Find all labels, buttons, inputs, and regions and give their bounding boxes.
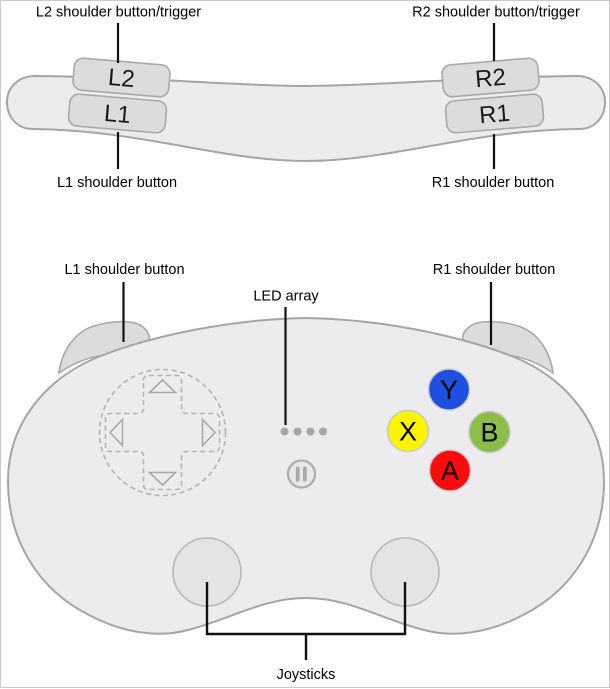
- dpad-up-icon: [147, 378, 178, 394]
- led-dot-4: [319, 427, 327, 436]
- pause-icon: [295, 466, 307, 482]
- front-view: Y X B A L1 shoulder button LED array R1 …: [6, 262, 606, 683]
- r1-callout-label: R1 shoulder button: [432, 175, 555, 191]
- pause-button: [286, 459, 317, 489]
- b-button-label: B: [480, 418, 498, 448]
- l2-button-shape: [72, 57, 171, 98]
- led-array: [280, 427, 327, 436]
- r1-button-label: R1: [478, 100, 511, 129]
- dpad-down-icon: [147, 471, 178, 487]
- r1-button-shape: [444, 93, 545, 134]
- dpad-cross: [104, 374, 221, 491]
- dpad-right-icon: [201, 417, 217, 448]
- r1-button: R1: [444, 93, 545, 134]
- r2-callout-label: R2 shoulder button/trigger: [412, 5, 580, 21]
- y-button: [427, 368, 471, 411]
- dpad: [98, 368, 227, 497]
- l2-callout-label: L2 shoulder button/trigger: [36, 5, 201, 21]
- face-buttons: Y X B A: [386, 368, 511, 492]
- front-r1-callout-label: R1 shoulder button: [433, 262, 556, 278]
- top-view: L2 L1 R2 R1 L2 shoulder button/trigger R…: [5, 5, 607, 191]
- l1-callout-label: L1 shoulder button: [57, 175, 177, 191]
- l2-button-label: L2: [107, 64, 136, 93]
- joysticks-bracket: [205, 582, 407, 660]
- y-button-label: Y: [440, 375, 458, 405]
- l1-button-shape: [67, 93, 168, 134]
- l1-button: L1: [67, 93, 168, 134]
- dpad-outline-circle: [98, 368, 227, 497]
- r2-button-shape: [441, 57, 540, 98]
- led-dot-1: [280, 427, 289, 436]
- l2-button: L2: [72, 57, 171, 98]
- r2-button-label: R2: [474, 64, 507, 93]
- b-button: [468, 410, 511, 454]
- pause-bar-right: [303, 466, 307, 482]
- pause-bar-left: [295, 466, 300, 482]
- l1-button-label: L1: [103, 100, 132, 129]
- a-button: [428, 449, 472, 492]
- led-dot-3: [306, 427, 315, 436]
- x-button-label: X: [399, 417, 417, 447]
- led-callout-label: LED array: [253, 289, 319, 305]
- x-button: [386, 409, 430, 453]
- r2-button: R2: [441, 57, 540, 98]
- joysticks-callout-label: Joysticks: [277, 667, 336, 683]
- pause-button-shape: [286, 459, 317, 489]
- a-button-label: A: [441, 456, 459, 486]
- dpad-left-icon: [108, 417, 124, 448]
- front-l1-callout-label: L1 shoulder button: [64, 262, 184, 278]
- led-dot-2: [293, 427, 302, 436]
